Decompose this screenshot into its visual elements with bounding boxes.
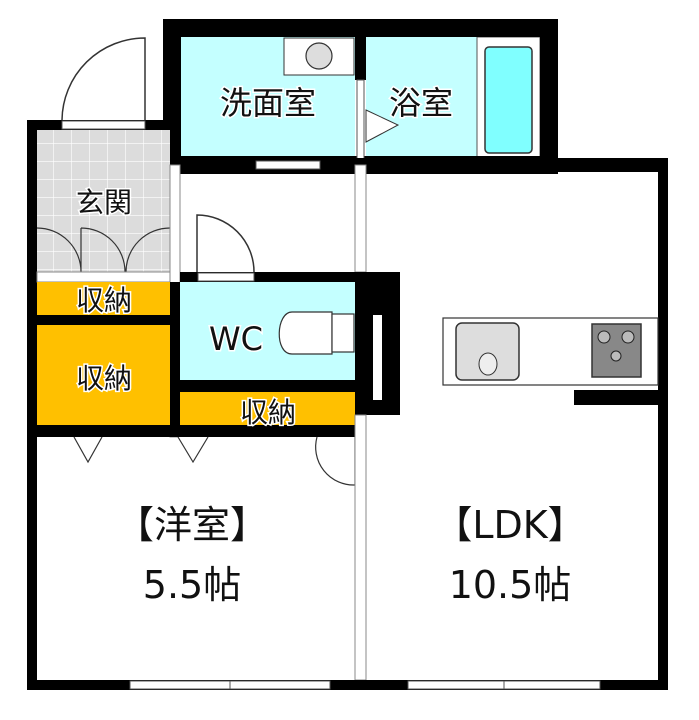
bath-door-swing xyxy=(365,109,400,143)
bathtub-icon xyxy=(484,46,533,154)
bath-door[interactable] xyxy=(356,79,365,163)
washroom-door[interactable] xyxy=(255,160,321,170)
storage-1-label: 収納 xyxy=(76,284,132,317)
entrance-label: 玄関 xyxy=(76,186,132,219)
front-door-swing xyxy=(61,37,146,121)
storage-2-label: 収納 xyxy=(76,362,132,395)
storage-3-floor xyxy=(180,392,355,425)
stove-icon xyxy=(591,323,642,378)
storage-3-label: 収納 xyxy=(240,396,296,429)
bathroom-label: 浴室 xyxy=(389,84,453,122)
storage-1-floor xyxy=(37,282,170,315)
ldk-name: 【LDK】 xyxy=(434,503,585,547)
sliding-partition[interactable] xyxy=(354,414,367,681)
toilet-icon xyxy=(278,311,333,355)
entrance-floor xyxy=(37,130,170,272)
western-room-name: 【洋室】 xyxy=(116,503,268,547)
ldk-size: 10.5帖 xyxy=(449,563,572,607)
storage-2-floor xyxy=(37,325,170,425)
wall-niche xyxy=(373,315,382,400)
washroom-label: 洗面室 xyxy=(220,84,316,122)
wc-label: WC xyxy=(209,320,263,358)
room-door-swing xyxy=(315,436,356,486)
wc-door-swing xyxy=(196,214,255,273)
closet-door-markers xyxy=(73,436,209,464)
western-room-size: 5.5帖 xyxy=(143,563,241,607)
front-door[interactable] xyxy=(61,120,146,130)
shoe-closet-doors xyxy=(36,227,171,273)
sink-icon xyxy=(455,322,520,381)
wc-door[interactable] xyxy=(197,272,255,282)
